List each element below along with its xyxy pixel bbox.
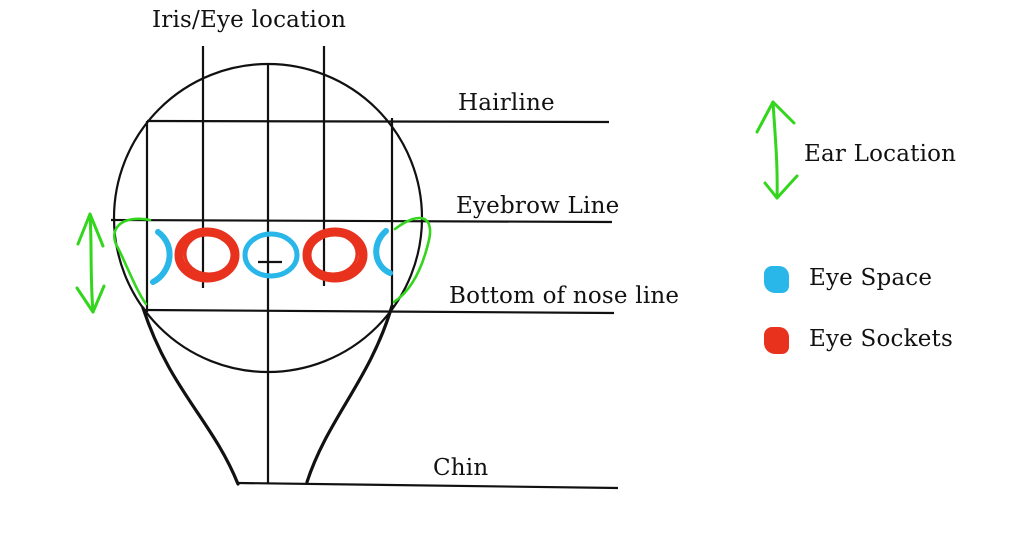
iris-eye-location-label: Iris/Eye location xyxy=(152,7,347,33)
eye-socket-right xyxy=(302,227,368,283)
chin-line xyxy=(237,481,619,490)
hairline-label: Hairline xyxy=(458,90,555,116)
eye-space-right xyxy=(373,228,393,276)
legend-label: Eye Sockets xyxy=(809,326,953,352)
jaw-right xyxy=(305,304,394,484)
eye-sockets-swatch xyxy=(764,327,789,354)
legend-label: Eye Space xyxy=(809,265,933,291)
bottom-of-nose-line-label: Bottom of nose line xyxy=(449,283,680,309)
eyebrow-line xyxy=(110,218,613,224)
double-arrow-icon xyxy=(755,100,799,200)
eye-space-swatch xyxy=(764,266,789,293)
eyebrow-line-label: Eyebrow Line xyxy=(456,193,620,219)
ear-right xyxy=(392,216,432,304)
chin-label: Chin xyxy=(433,455,489,481)
eye-space-center xyxy=(242,231,300,279)
eye-space-left xyxy=(150,229,173,285)
eye-socket-left xyxy=(174,227,240,283)
ear-location-label: Ear Location xyxy=(804,141,957,167)
jaw-left xyxy=(141,306,240,486)
hairline-line xyxy=(146,119,610,124)
ear-height-arrow xyxy=(75,212,106,314)
ear-left xyxy=(113,217,152,306)
nose-line xyxy=(144,308,615,315)
